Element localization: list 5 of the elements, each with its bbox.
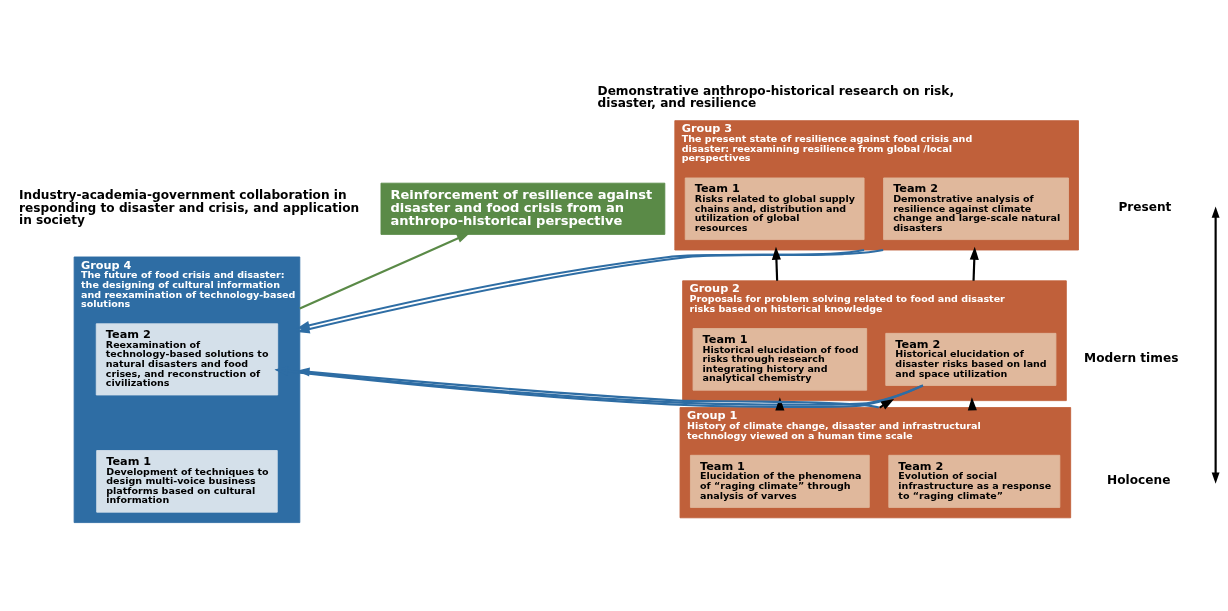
label: Demonstrative anthropo-historical research on risk, disaster, and resilience [597,83,955,110]
label: Modern times [1084,350,1179,365]
label: Industry-academia-government collaboration in responding to disaster and crisis, and application in society [19,187,360,227]
label: Holocene [1107,472,1171,487]
label: Present [1118,199,1172,214]
